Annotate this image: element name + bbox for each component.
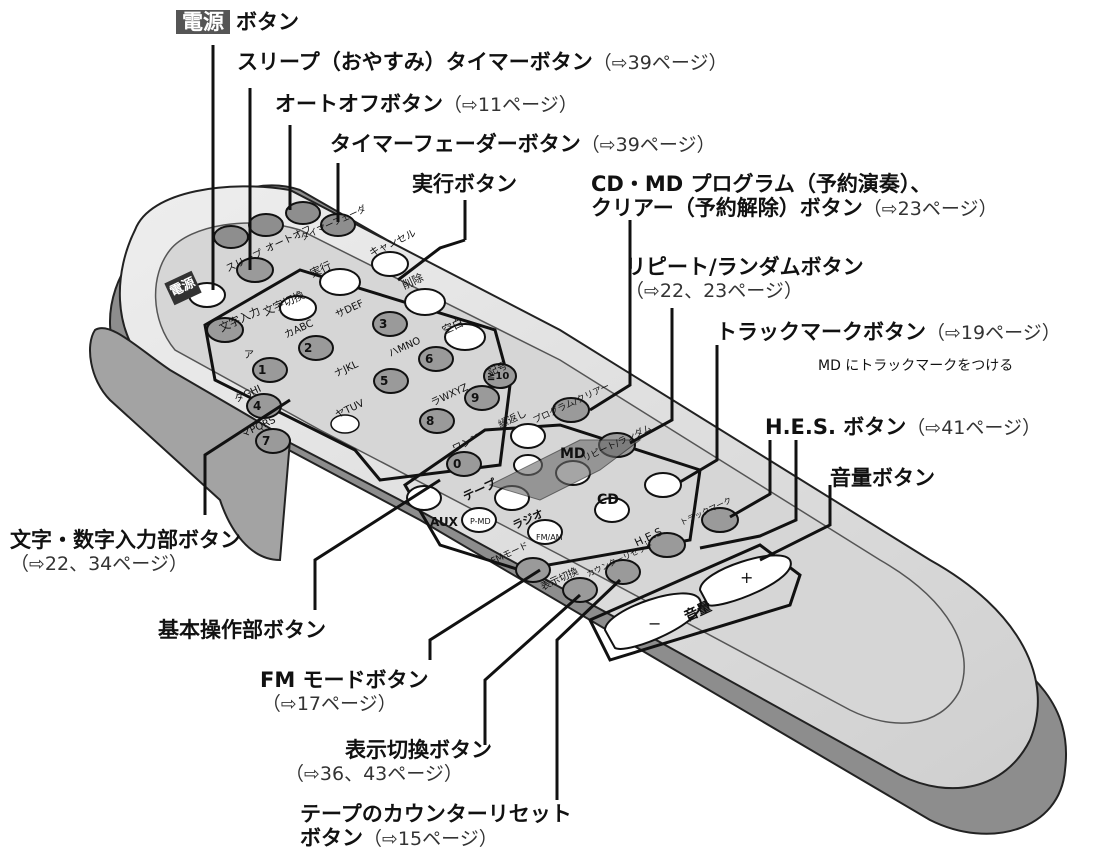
digit-5: 5 — [380, 374, 389, 388]
callout-hes: H.E.S. ボタン（⇨41ページ） — [765, 415, 1041, 440]
display-ref: （⇨36、43ページ） — [285, 763, 463, 785]
repeat-label: リピート/ランダムボタン — [625, 255, 864, 279]
track-mark-label: トラックマークボタン — [716, 320, 926, 344]
volume-label: 音量ボタン — [830, 466, 935, 490]
remote-cd-label: CD — [597, 492, 619, 508]
key-label-ra: ラWXYZ — [429, 382, 470, 409]
sleep-label: スリープ（おやすみ）タイマーボタン — [237, 50, 593, 74]
remote-display-label: 表示切換 — [539, 566, 581, 593]
counter-ref: （⇨15ページ） — [363, 828, 498, 850]
callout-counter: テープのカウンターリセット ボタン（⇨15ページ） — [300, 802, 572, 851]
callout-program: CD・MD プログラム（予約演奏）、 クリアー（予約解除）ボタン（⇨23ページ） — [591, 172, 997, 221]
remote-repeat-random-label: リピート/ランダム — [581, 423, 654, 465]
remote-md-label: MD — [560, 446, 586, 462]
remote-repeat-label: 繰返し — [496, 408, 529, 431]
remote-sleep-label: スリープ — [224, 248, 265, 275]
remote-space-label: 空白 — [440, 316, 466, 338]
remote-power-label: 電源 — [164, 270, 202, 306]
remote-fmam-label: FM/AM — [536, 533, 563, 542]
auto-off-ref: （⇨11ページ） — [443, 94, 578, 116]
callout-char-input: 文字・数字入力部ボタン （⇨22、34ページ） — [10, 528, 241, 576]
program-ref: （⇨23ページ） — [862, 198, 998, 220]
key-label-sa: サDEF — [333, 298, 366, 321]
remote-timer-fader-label: タイマーフェーダ — [299, 204, 369, 244]
digit-6: 6 — [425, 352, 434, 366]
remote-execute-label: 実行 — [308, 259, 334, 281]
auto-off-label: オートオフボタン — [275, 92, 443, 116]
basic-label: 基本操作部ボタン — [158, 618, 326, 642]
basic-ops-group-outline — [403, 423, 702, 572]
digit-9: 9 — [471, 391, 480, 405]
callout-execute: 実行ボタン — [412, 172, 517, 196]
char-input-ref: （⇨22、34ページ） — [10, 553, 188, 575]
callout-power: 電源ボタン — [176, 10, 299, 34]
remote-plus-label: + — [740, 568, 754, 587]
digit-10plus: ≧10 — [487, 371, 510, 382]
callout-timer-fader: タイマーフェーダーボタン（⇨39ページ） — [330, 132, 715, 157]
execute-label: 実行ボタン — [412, 172, 517, 196]
timer-fader-ref: （⇨39ページ） — [580, 134, 716, 156]
sleep-ref: （⇨39ページ） — [592, 52, 728, 74]
program-label-line1: CD・MD プログラム（予約演奏）、 — [591, 172, 932, 196]
remote-char-input-label: 文字入力 — [217, 304, 263, 335]
callout-repeat: リピート/ランダムボタン （⇨22、23ページ） — [625, 255, 864, 303]
char-input-label: 文字・数字入力部ボタン — [10, 528, 241, 552]
callout-sleep: スリープ（おやすみ）タイマーボタン（⇨39ページ） — [237, 50, 727, 75]
remote-fm-mode-label: FMモード — [489, 541, 531, 567]
remote-pmd-label: P-MD — [470, 517, 491, 526]
digit-1: 1 — [258, 363, 267, 377]
remote-cancel-label: キャンセル — [367, 227, 418, 260]
remote-tape-label: テープ — [460, 476, 499, 504]
key-label-ya: ヤTUV — [333, 398, 366, 421]
callout-fm-mode: FM モードボタン （⇨17ページ） — [260, 668, 429, 716]
remote-minus-label: − — [648, 614, 662, 633]
digit-7: 7 — [262, 434, 271, 448]
power-label: ボタン — [236, 10, 299, 34]
callout-track-mark: トラックマークボタン（⇨19ページ） — [716, 320, 1061, 345]
key-label-ha: ハMNO — [387, 335, 423, 360]
counter-label-line1: テープのカウンターリセット — [300, 802, 572, 826]
digit-2: 2 — [304, 341, 313, 355]
remote-program-label: プログラム/クリアー — [531, 381, 612, 427]
digit-0: 0 — [453, 457, 462, 471]
track-mark-ref: （⇨19ページ） — [926, 322, 1061, 344]
callout-auto-off: オートオフボタン（⇨11ページ） — [275, 92, 578, 117]
counter-label-line2: ボタン — [300, 826, 363, 850]
hes-ref: （⇨41ページ） — [906, 417, 1042, 439]
digit-8: 8 — [426, 414, 435, 428]
fm-mode-ref: （⇨17ページ） — [261, 693, 397, 715]
remote-delete-label: 削除 — [400, 271, 426, 293]
display-label: 表示切換ボタン — [345, 738, 492, 762]
hes-label: H.E.S. ボタン — [765, 415, 907, 439]
timer-fader-label: タイマーフェーダーボタン — [330, 132, 581, 156]
program-label-line2: クリアー（予約解除）ボタン — [591, 196, 863, 220]
remote-track-mark-label: トラックマーク — [678, 495, 734, 528]
key-label-a: ア — [244, 350, 254, 361]
callout-volume: 音量ボタン — [830, 466, 935, 490]
fm-mode-label: FM モードボタン — [260, 668, 429, 692]
repeat-ref: （⇨22、23ページ） — [625, 280, 803, 302]
remote-volume-label: 音量 — [681, 598, 715, 626]
volume-group-outline — [587, 543, 802, 662]
key-label-ka: カABC — [282, 318, 316, 341]
remote-grip — [89, 327, 292, 562]
power-tag: 電源 — [176, 10, 230, 34]
callout-basic: 基本操作部ボタン — [158, 618, 326, 642]
digit-4: 4 — [253, 399, 262, 413]
digit-3: 3 — [379, 317, 388, 331]
key-label-na: ナJKL — [332, 359, 361, 380]
track-mark-note: MD にトラックマークをつける — [818, 358, 1014, 374]
remote-aux-label: AUX — [430, 515, 458, 529]
callout-display: 表示切換ボタン （⇨36、43ページ） — [285, 738, 492, 786]
key-label-ma: マPQRS — [239, 414, 278, 441]
